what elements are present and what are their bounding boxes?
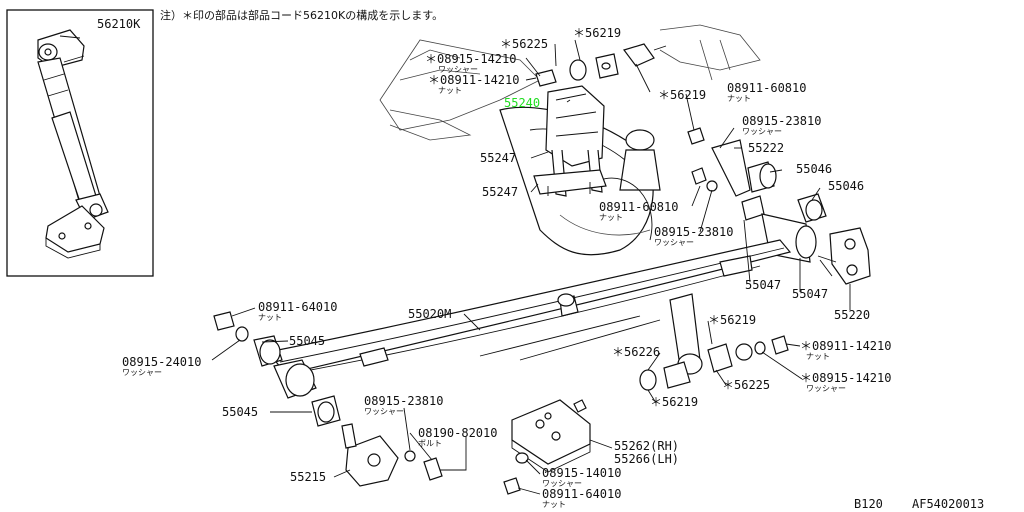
callout-c14-sub: ナット xyxy=(599,213,623,222)
callout-c33: 55266(LH) xyxy=(614,452,679,466)
callout-c11: 55046 xyxy=(828,179,864,193)
lower-shock-hardware xyxy=(639,293,789,391)
callout-c9: 55222 xyxy=(748,141,784,155)
callout-c15: 08915-23810 xyxy=(654,225,733,239)
inset-label: 56210K xyxy=(97,17,141,31)
callout-c25: ＊08911-14210 xyxy=(800,339,891,353)
callout-c30: 08915-23810 xyxy=(364,394,443,408)
callout-c35-sub: ワッシャー xyxy=(542,479,582,488)
component-note: 注）＊印の部品は部品コード56210Kの構成を示します。 xyxy=(160,8,443,22)
callout-c29: 55045 xyxy=(222,405,258,419)
callout-c3: ＊08915-14210 xyxy=(425,52,516,66)
callout-c28: ＊56219 xyxy=(650,395,698,409)
inset-shock-absorber: 56210K xyxy=(6,9,154,277)
u-bolt-bracket xyxy=(533,85,607,197)
callout-c8-sub: ワッシャー xyxy=(742,127,782,136)
callout-c36: 08911-64010 xyxy=(542,487,621,501)
callout-c25-sub: ナット xyxy=(806,352,830,361)
callout-c7: 08911-60810 xyxy=(727,81,806,95)
callout-c31-sub: ボルト xyxy=(418,439,442,448)
callout-c27: ＊08915-14210 xyxy=(800,371,891,385)
callout-c6: ＊56219 xyxy=(658,88,706,102)
callout-c27-sub: ワッシャー xyxy=(806,384,846,393)
callout-c36-sub: ナット xyxy=(542,500,566,509)
callout-c19-sub: ナット xyxy=(258,313,282,322)
callout-c34: 55215 xyxy=(290,470,326,484)
spring-pad xyxy=(503,399,591,495)
callout-c17: 55047 xyxy=(792,287,828,301)
callout-c26: ＊56225 xyxy=(722,378,770,392)
callout-c8: 08915-23810 xyxy=(742,114,821,128)
callout-c30-sub: ワッシャー xyxy=(364,407,404,416)
callout-c3-sub: ワッシャー xyxy=(438,65,478,74)
callout-c31: 08190-82010 xyxy=(418,426,497,440)
catalog-code: AF54020013 xyxy=(912,497,984,511)
callout-c10: 55046 xyxy=(796,162,832,176)
rear-shackle xyxy=(687,127,871,285)
callout-c20: 55020M xyxy=(408,307,451,321)
callout-c32: 55262(RH) xyxy=(614,439,679,453)
callout-c1: ＊56225 xyxy=(500,37,548,51)
callout-c7-sub: ナット xyxy=(727,94,751,103)
callout-c22-sub: ワッシャー xyxy=(122,368,162,377)
callout-c4-sub: ナット xyxy=(438,86,462,95)
leader-lines xyxy=(211,39,851,495)
callout-c18: 55220 xyxy=(834,308,870,322)
callout-c22: 08915-24010 xyxy=(122,355,201,369)
callout-c21: 55045 xyxy=(289,334,325,348)
upper-shock-hardware xyxy=(535,43,667,87)
catalog-model: B120 xyxy=(854,497,883,511)
callout-c16: 55047 xyxy=(745,278,781,292)
callout-c24: ＊56226 xyxy=(612,345,660,359)
callout-c12: 55247 xyxy=(480,151,516,165)
front-eye-hardware xyxy=(213,311,341,427)
leaf-spring xyxy=(266,239,792,375)
front-hanger xyxy=(341,423,443,487)
callout-c35: 08915-14010 xyxy=(542,466,621,480)
callout-c15-sub: ワッシャー xyxy=(654,238,694,247)
callout-c14: 08911-60810 xyxy=(599,200,678,214)
callout-labels: ＊56225 ＊56219 ＊08915-14210 ワッシャー ＊08911-… xyxy=(122,26,891,509)
callout-c19: 08911-64010 xyxy=(258,300,337,314)
callout-c23: ＊56219 xyxy=(708,313,756,327)
callout-c13: 55247 xyxy=(482,185,518,199)
callout-c5: 55240 xyxy=(504,96,540,110)
callout-c4: ＊08911-14210 xyxy=(428,73,519,87)
callout-c2: ＊56219 xyxy=(573,26,621,40)
